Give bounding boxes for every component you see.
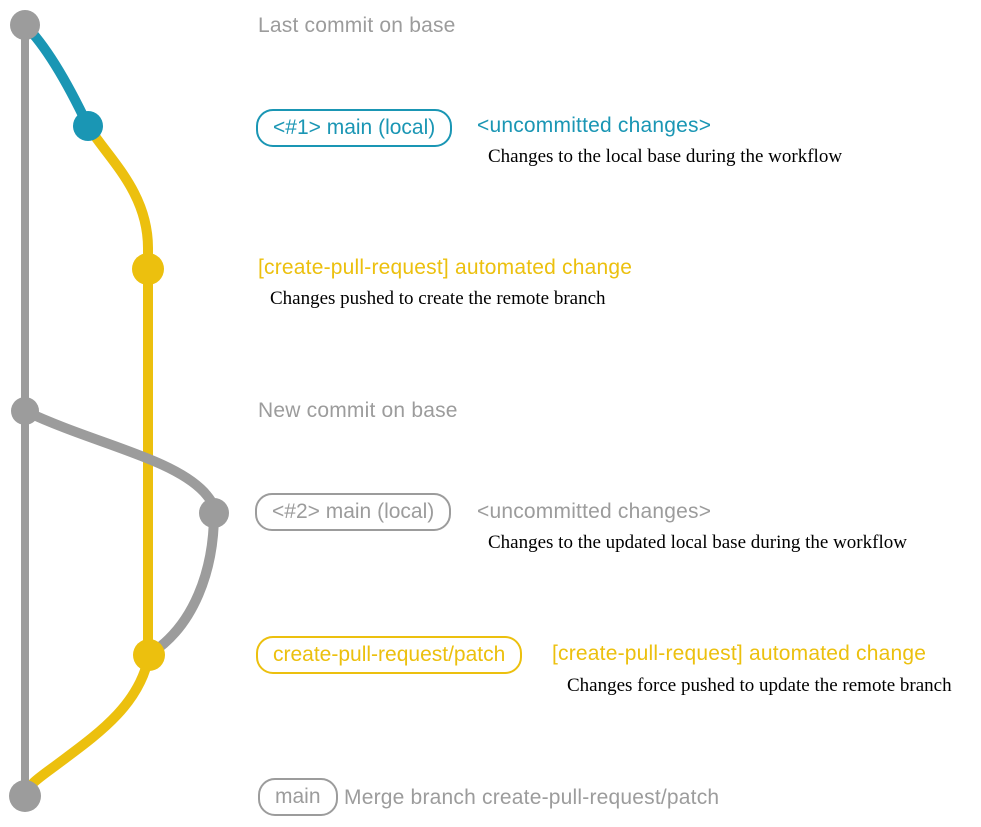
commit-node-automated-change-1 bbox=[132, 253, 164, 285]
last-commit-label: Last commit on base bbox=[258, 14, 456, 37]
new-commit-label: New commit on base bbox=[258, 399, 458, 422]
commit-title-automated-change-2: [create-pull-request] automated change bbox=[552, 642, 927, 665]
branch-badge-main-local-2: <#2> main (local) bbox=[255, 493, 452, 531]
commit-node-automated-change-2 bbox=[133, 639, 165, 671]
patch-merge-line bbox=[20, 650, 154, 800]
commit-node-local-uncommitted-1 bbox=[73, 111, 103, 141]
commit-node-local-uncommitted-2 bbox=[199, 498, 229, 528]
local-branch-line bbox=[20, 20, 93, 131]
commit-note-automated-change-1: Changes pushed to create the remote bran… bbox=[270, 288, 606, 309]
patch-branch-line bbox=[83, 121, 153, 661]
commit-title-uncommitted-1: <uncommitted changes> bbox=[477, 114, 712, 137]
commit-note-uncommitted-1: Changes to the local base during the wor… bbox=[488, 146, 843, 167]
commit-node-new-commit-on-base bbox=[11, 397, 39, 425]
merge-commit-title: Merge branch create-pull-request/patch bbox=[344, 786, 720, 809]
branch-badge-main: main bbox=[258, 778, 338, 816]
updated-local-branch-line bbox=[20, 406, 219, 518]
commit-node-last-commit-on-base bbox=[10, 10, 40, 40]
commit-node-merge-commit bbox=[9, 780, 41, 812]
rebase-line bbox=[145, 508, 219, 659]
commit-note-automated-change-2: Changes force pushed to update the remot… bbox=[567, 675, 952, 696]
branch-badge-main-local-1: <#1> main (local) bbox=[256, 109, 453, 147]
commit-graph bbox=[9, 10, 229, 812]
commit-note-uncommitted-2: Changes to the updated local base during… bbox=[488, 532, 907, 553]
commit-title-automated-change-1: [create-pull-request] automated change bbox=[258, 256, 633, 279]
branch-badge-create-pull-request-patch: create-pull-request/patch bbox=[256, 636, 523, 674]
commit-title-uncommitted-2: <uncommitted changes> bbox=[477, 500, 712, 523]
